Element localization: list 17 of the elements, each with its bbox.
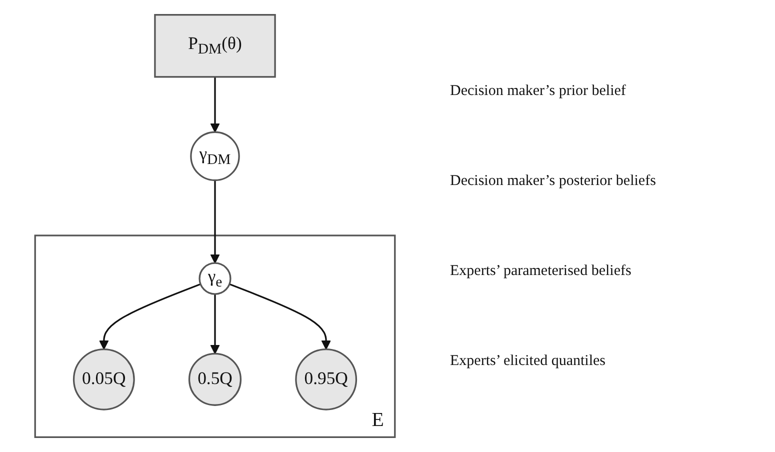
node-box: P$_{DM}$(θ)	[154, 14, 276, 78]
node-circle: γ$_{DM}$	[190, 131, 240, 182]
annotation-text: Experts’ parameterised beliefs	[450, 262, 632, 280]
node-circle: γ$_{e}$	[198, 262, 232, 295]
node-circle: 0.5Q	[188, 352, 242, 406]
cluster	[34, 234, 396, 438]
annotation-text: Decision maker’s prior belief	[450, 82, 627, 100]
annotation-text: Decision maker’s posterior beliefs	[450, 172, 656, 190]
arrow	[210, 76, 220, 133]
arrow	[210, 180, 220, 264]
node-circle: 0.95Q	[295, 348, 358, 410]
plate-label: E	[372, 409, 384, 432]
node-circle: 0.05Q	[72, 348, 135, 410]
arrow	[229, 283, 331, 350]
annotation-text: Experts’ elicited quantiles	[450, 352, 607, 370]
arrow	[99, 283, 201, 350]
arrow	[210, 294, 220, 354]
